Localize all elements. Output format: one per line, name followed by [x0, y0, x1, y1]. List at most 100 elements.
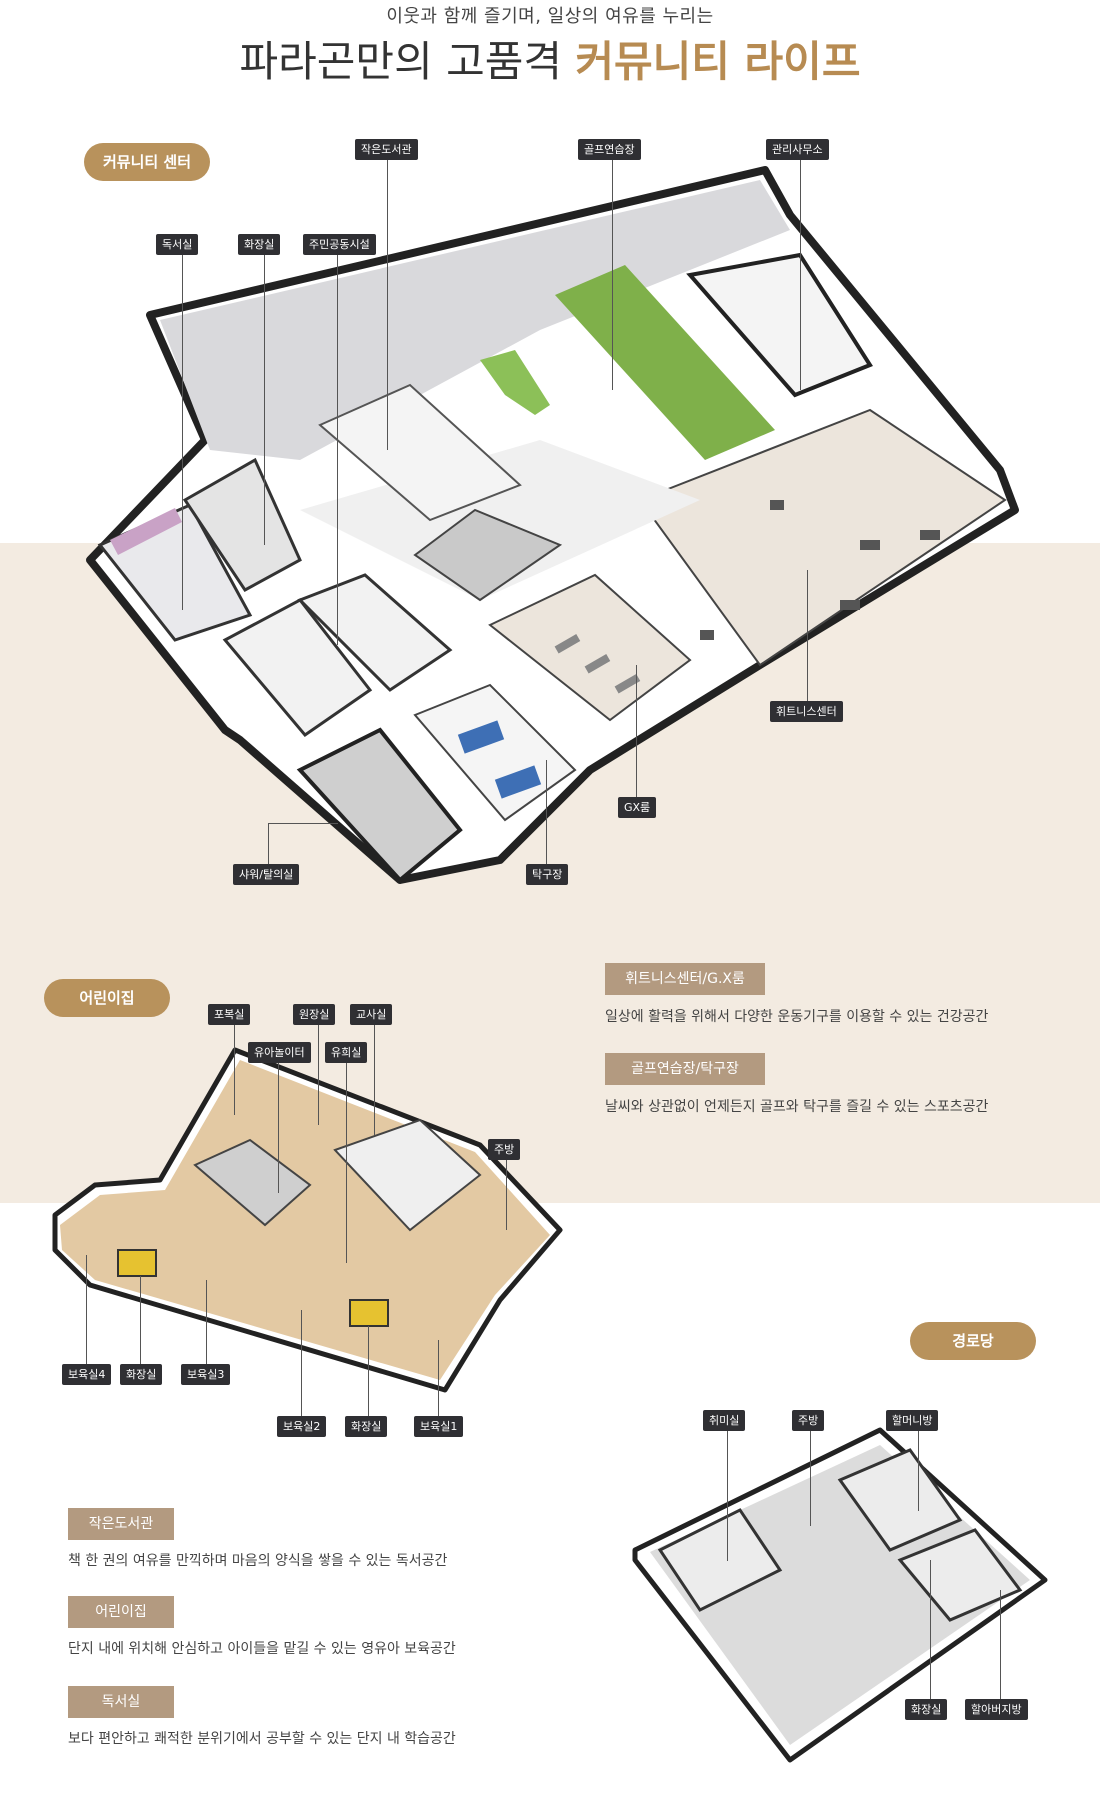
label-director: 원장실 — [293, 1004, 336, 1025]
leader-fitness — [807, 570, 808, 701]
label-nursery4: 보육실4 — [62, 1364, 112, 1385]
label-kitchen-senior: 주방 — [792, 1410, 825, 1431]
label-infant-play: 유아놀이터 — [248, 1042, 311, 1063]
section-pill-daycare: 어린이집 — [44, 979, 170, 1017]
desc-title-daycare: 어린이집 — [68, 1596, 174, 1628]
fitness-equip-5 — [700, 630, 714, 640]
daycare-restroom-b — [349, 1299, 389, 1327]
label-fitness: 휘트니스센터 — [770, 701, 843, 722]
label-storage: 포복실 — [208, 1004, 251, 1025]
senior-room-grandma — [837, 1448, 963, 1552]
reading-wall-pink — [110, 508, 182, 555]
daycare-play-gray — [193, 1138, 312, 1227]
leader-director — [318, 1025, 319, 1125]
golf-green-left — [480, 350, 550, 415]
label-shower: 샤워/탈의실 — [233, 864, 300, 885]
label-hobby: 취미실 — [703, 1410, 746, 1431]
leader-restroom-a — [140, 1276, 141, 1364]
leader-office — [800, 160, 801, 390]
leader-restroom-senior — [930, 1560, 931, 1699]
label-gx: GX룸 — [618, 797, 657, 818]
fitness-equip-4 — [840, 600, 860, 610]
leader-restroom — [264, 255, 265, 545]
label-nursery2: 보육실2 — [277, 1416, 327, 1437]
leader-nursery4 — [86, 1255, 87, 1364]
page-title: 파라곤만의 고품격 커뮤니티 라이프 — [0, 28, 1100, 89]
leader-nursery3 — [206, 1280, 207, 1364]
title-plain: 파라곤만의 고품격 — [239, 37, 562, 86]
label-library: 작은도서관 — [355, 139, 418, 160]
gx-mat-1 — [554, 634, 581, 654]
golf-green — [555, 265, 775, 460]
leader-hobby — [727, 1431, 728, 1561]
shower-block — [296, 727, 463, 883]
leader-nursery2 — [301, 1310, 302, 1416]
senior-room-grandpa — [897, 1528, 1023, 1622]
daycare-rooms — [333, 1118, 482, 1232]
label-grandma: 할머니방 — [886, 1410, 939, 1431]
desc-title-library: 작은도서관 — [68, 1508, 174, 1540]
desc-title-fitness: 휘트니스센터/G.X룸 — [605, 963, 765, 995]
section-pill-senior: 경로당 — [910, 1322, 1036, 1360]
desc-text-reading: 보다 편안하고 쾌적한 분위기에서 공부할 수 있는 단지 내 학습공간 — [68, 1731, 456, 1747]
pingpong-table-1 — [457, 720, 505, 754]
leader-nursery1 — [438, 1340, 439, 1416]
label-nursery1: 보육실1 — [414, 1416, 464, 1437]
desc-title-reading: 독서실 — [68, 1686, 174, 1718]
leader-resident-hall — [337, 255, 338, 645]
gx-mat-2 — [584, 654, 611, 674]
label-golf: 골프연습장 — [578, 139, 641, 160]
page-subtitle: 이웃과 함께 즐기며, 일상의 여유를 누리는 — [386, 6, 714, 27]
leader-grandpa — [1000, 1590, 1001, 1699]
label-reading: 독서실 — [156, 234, 199, 255]
label-restroom: 화장실 — [238, 234, 281, 255]
label-restroom-b: 화장실 — [345, 1416, 388, 1437]
community-floor-gray — [160, 180, 790, 460]
leader-grandma — [918, 1431, 919, 1511]
stair-hall — [413, 508, 563, 602]
leader-teacher — [374, 1025, 375, 1135]
fitness-equip-1 — [770, 500, 784, 510]
office-room — [686, 252, 873, 398]
leader-golf — [612, 160, 613, 390]
senior-room-hobby — [657, 1508, 783, 1612]
leader-playroom — [346, 1063, 347, 1263]
leader-restroom-b — [368, 1326, 369, 1416]
label-playroom: 유희실 — [325, 1042, 368, 1063]
label-restroom-senior: 화장실 — [905, 1699, 948, 1720]
fitness-floor — [638, 408, 1007, 667]
desc-text-library: 책 한 권의 여유를 만끽하며 마음의 양식을 쌓을 수 있는 독서공간 — [68, 1553, 448, 1569]
leader-gx — [636, 665, 637, 797]
fitness-equip-2 — [860, 540, 880, 550]
leader-library — [387, 160, 388, 450]
desc-text-daycare: 단지 내에 위치해 안심하고 아이들을 맡길 수 있는 영유아 보육공간 — [68, 1641, 456, 1657]
pc-room — [222, 598, 373, 738]
leader-infant-play — [278, 1063, 279, 1193]
desc-text-fitness: 일상에 활력을 위해서 다양한 운동기구를 이용할 수 있는 건강공간 — [605, 1009, 989, 1025]
label-grandpa: 할아버지방 — [965, 1699, 1028, 1720]
pingpong-table-2 — [494, 765, 542, 799]
leader-shower-h — [268, 823, 338, 824]
leader-kitchen-daycare — [506, 1160, 507, 1230]
library-room — [318, 383, 522, 522]
fitness-equip-3 — [920, 530, 940, 540]
leader-pingpong — [546, 760, 547, 864]
label-resident-hall: 주민공동시설 — [303, 234, 376, 255]
leader-reading — [182, 255, 183, 610]
label-restroom-a: 화장실 — [120, 1364, 163, 1385]
title-highlight: 커뮤니티 라이프 — [575, 37, 861, 86]
desc-title-golf: 골프연습장/탁구장 — [605, 1053, 765, 1085]
leader-storage — [234, 1025, 235, 1115]
label-office: 관리사무소 — [766, 139, 829, 160]
gx-floor — [488, 573, 692, 722]
leader-kitchen-senior — [810, 1431, 811, 1526]
daycare-restroom-a — [117, 1249, 157, 1277]
section-pill-community: 커뮤니티 센터 — [84, 143, 210, 181]
restroom-block — [182, 457, 302, 592]
gx-mat-3 — [614, 674, 641, 694]
leader-shower-v — [268, 823, 269, 864]
label-pingpong: 탁구장 — [526, 864, 569, 885]
desc-text-golf: 날씨와 상관없이 언제든지 골프와 탁구를 즐길 수 있는 스포츠공간 — [605, 1099, 989, 1115]
